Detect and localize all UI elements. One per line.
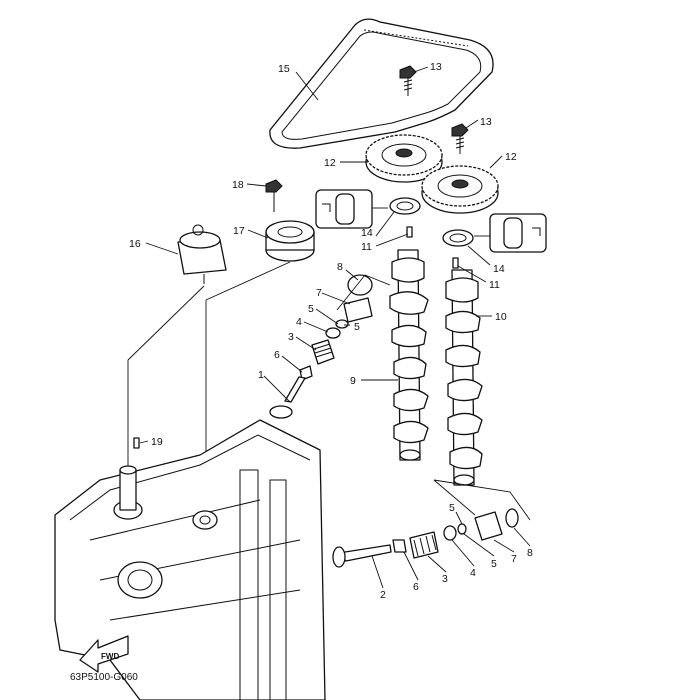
callout-13-upper: 13 (430, 61, 442, 73)
callout-3-lower: 3 (442, 573, 448, 585)
callout-11-left: 11 (361, 241, 372, 253)
fwd-label: FWD (101, 652, 119, 661)
dowel-pin-right (452, 257, 459, 269)
bolt-13-upper (399, 65, 417, 96)
cam-sprocket-left (365, 134, 443, 183)
callout-17: 17 (233, 225, 245, 237)
tappet-shim (347, 274, 373, 296)
callout-5-upper-a: 5 (308, 303, 314, 315)
callout-15: 15 (278, 63, 290, 75)
callout-18: 18 (232, 179, 244, 191)
valve-spring (311, 339, 335, 365)
tappet-shim-2 (505, 508, 519, 528)
oil-seal-right (442, 213, 547, 253)
fwd-arrow-icon: FWD (79, 635, 129, 673)
spring-retainer-2 (443, 525, 457, 541)
valve-stem (284, 376, 306, 403)
spring-retainer (325, 327, 341, 339)
callout-8-upper: 8 (337, 261, 343, 273)
callout-numbers: 15 13 13 12 12 18 17 16 14 11 14 11 10 9… (129, 61, 533, 601)
callout-14-right: 14 (493, 263, 505, 275)
callout-6-upper: 6 (274, 349, 280, 361)
callout-9: 9 (350, 375, 356, 387)
valve-seal (299, 365, 313, 381)
bolt-13-lower (451, 123, 469, 154)
callout-12-right: 12 (505, 151, 517, 163)
callout-1: 1 (258, 369, 264, 381)
callout-19: 19 (151, 436, 163, 448)
valve-2 (339, 544, 392, 562)
camshaft-exhaust (445, 269, 483, 486)
callout-2: 2 (380, 589, 386, 601)
callout-11-right: 11 (489, 279, 500, 291)
callout-10: 10 (495, 311, 507, 323)
callout-8-lower: 8 (527, 547, 533, 559)
drawing-code: 63P5100-G060 (70, 672, 138, 683)
valve-lifter-2 (474, 511, 503, 541)
callout-4-upper: 4 (296, 316, 302, 328)
valve-assembly-lower (332, 479, 531, 568)
callout-5-lower-b: 5 (491, 558, 497, 570)
oil-seal-left (315, 189, 421, 229)
callout-7-lower: 7 (511, 553, 517, 565)
callout-12-left: 12 (324, 157, 336, 169)
dowel-pin-left (406, 226, 413, 238)
timing-belt (269, 18, 494, 149)
callout-7-upper: 7 (316, 287, 322, 299)
callout-3-upper: 3 (288, 331, 294, 343)
cam-sprocket-right (421, 165, 499, 214)
callout-leaders (139, 66, 531, 589)
valve-assembly-upper (269, 274, 391, 419)
valve-cotter-2 (457, 523, 467, 535)
idler-pulley (265, 220, 315, 262)
valve-lifter (343, 297, 373, 323)
valve-cotter (335, 319, 349, 329)
callout-6-lower: 6 (413, 581, 419, 593)
callout-4-lower: 4 (470, 567, 476, 579)
valve-seal-2 (392, 539, 407, 553)
valve-spring-2 (409, 531, 439, 559)
belt-tensioner (177, 224, 227, 284)
valve-head-2 (332, 546, 346, 568)
callout-16: 16 (129, 238, 141, 250)
callout-13-lower: 13 (480, 116, 492, 128)
camshaft-intake (389, 249, 429, 461)
callout-5-lower-a: 5 (449, 502, 455, 514)
cylinder-head (54, 419, 326, 700)
callout-5-upper-b: 5 (354, 321, 360, 333)
valve-head (269, 405, 293, 419)
idler-bolt (265, 179, 283, 212)
callout-14-left: 14 (361, 227, 373, 239)
dowel-pin-19 (133, 437, 140, 449)
